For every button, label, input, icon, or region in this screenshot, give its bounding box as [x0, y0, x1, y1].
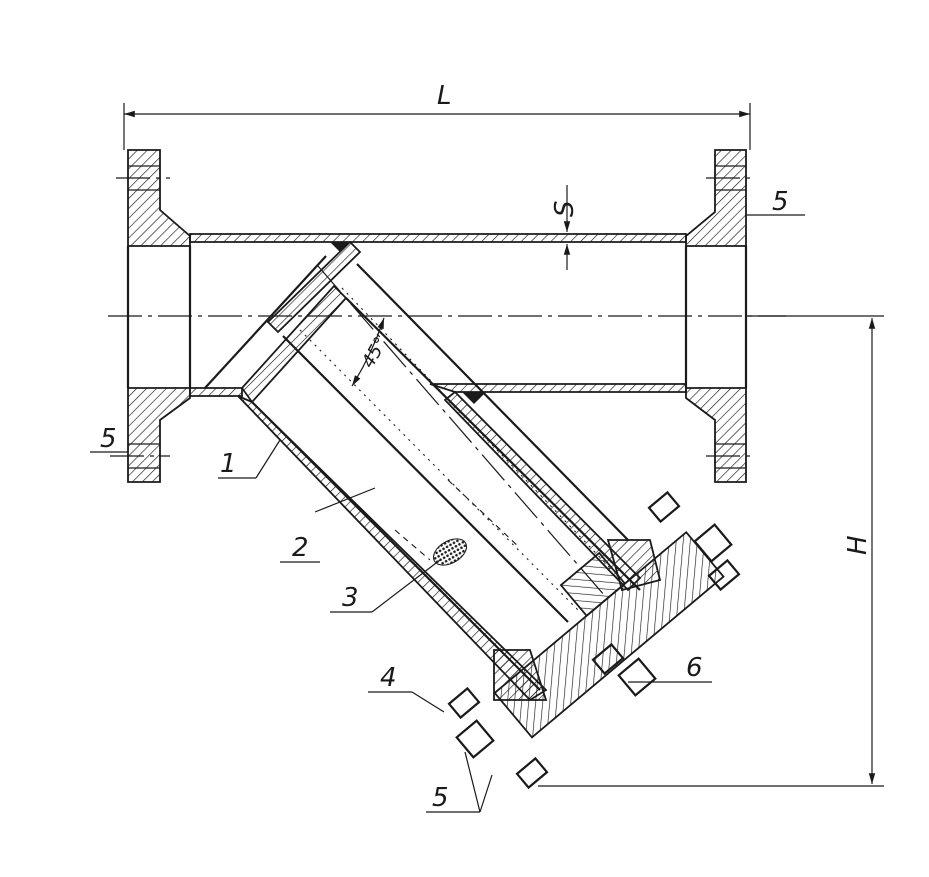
- callout-5-top-right: 5: [746, 187, 805, 217]
- svg-text:3: 3: [342, 583, 359, 613]
- dimension-length-label: L: [437, 81, 452, 111]
- dimension-length: L: [123, 81, 751, 150]
- callout-6: 6: [628, 653, 712, 683]
- dimension-height-label: H: [843, 535, 873, 555]
- callout-2: 2: [280, 487, 376, 563]
- screen-mesh: [432, 538, 468, 566]
- svg-text:2: 2: [292, 533, 309, 563]
- svg-text:1: 1: [220, 449, 237, 479]
- svg-text:5: 5: [772, 187, 789, 217]
- cover-bolts: [447, 490, 741, 790]
- main-body: [108, 149, 786, 483]
- callout-5-left: 5: [90, 424, 128, 454]
- callout-4: 4: [368, 663, 445, 713]
- callout-5-bottom: 5: [426, 751, 493, 813]
- dimension-wall: S: [550, 185, 580, 270]
- svg-text:5: 5: [100, 424, 117, 454]
- svg-text:5: 5: [432, 783, 449, 813]
- callout-1: 1: [218, 439, 281, 479]
- dimension-height: H: [538, 315, 884, 787]
- callout-3: 3: [330, 559, 441, 613]
- dimension-wall-label: S: [550, 200, 580, 217]
- svg-text:4: 4: [380, 663, 397, 693]
- svg-text:6: 6: [686, 653, 703, 683]
- strainer-branch: [204, 240, 741, 790]
